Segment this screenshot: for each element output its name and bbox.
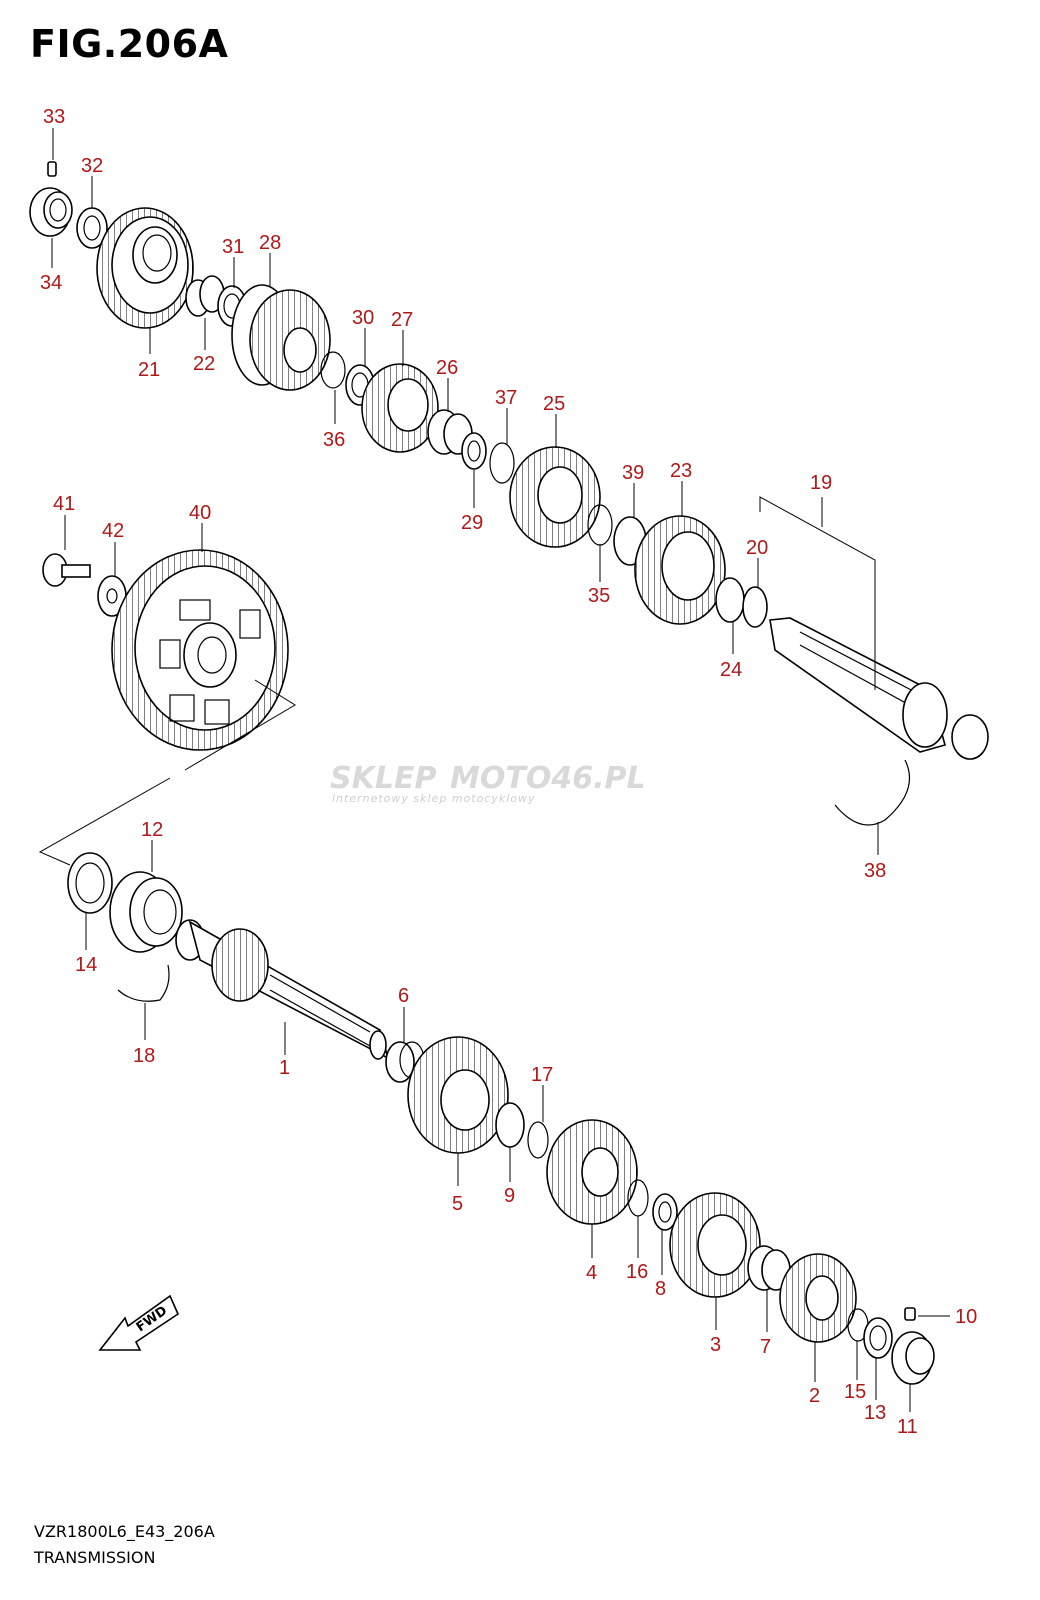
watermark-tagline: internetowy sklep motocyklowy xyxy=(332,792,536,805)
part-14-seal xyxy=(67,852,113,914)
watermark-brand-left: SKLEP xyxy=(330,761,436,796)
part-33-pin xyxy=(47,161,57,177)
callout-20: 20 xyxy=(746,537,768,559)
part-3-gear xyxy=(669,1192,761,1298)
callout-31: 31 xyxy=(222,236,244,258)
part-5-gear xyxy=(407,1036,509,1154)
callout-5: 5 xyxy=(452,1193,463,1215)
callout-32: 32 xyxy=(81,155,103,177)
watermark: SKLEP MOTO46.PL internetowy sklep motocy… xyxy=(330,761,646,805)
callout-24: 24 xyxy=(720,659,742,681)
part-10-pin xyxy=(904,1307,916,1321)
part-20-washer xyxy=(742,586,768,628)
callout-22: 22 xyxy=(193,353,215,375)
callout-26: 26 xyxy=(436,357,458,379)
part-29-washer xyxy=(461,432,487,470)
model-code: VZR1800L6_E43_206A xyxy=(34,1522,215,1541)
assembly-line xyxy=(38,777,171,866)
watermark-brand-right: MOTO46.PL xyxy=(450,761,646,796)
callout-11: 11 xyxy=(897,1416,918,1438)
callout-41: 41 xyxy=(53,493,75,515)
part-13-washer xyxy=(863,1317,893,1359)
part-9-washer xyxy=(495,1102,525,1148)
callout-13: 13 xyxy=(864,1402,886,1424)
callout-23: 23 xyxy=(670,460,692,482)
callout-25: 25 xyxy=(543,393,565,415)
callout-labels: 33 34 32 21 22 31 28 30 36 27 26 29 37 2… xyxy=(40,106,977,1438)
callout-4: 4 xyxy=(586,1262,597,1284)
part-34-bearing xyxy=(29,187,73,237)
callout-21: 21 xyxy=(138,359,160,381)
callout-38: 38 xyxy=(864,860,886,882)
section-name: TRANSMISSION xyxy=(34,1548,156,1567)
part-23-gear xyxy=(634,515,726,625)
callout-12: 12 xyxy=(141,819,163,841)
callout-28: 28 xyxy=(259,232,281,254)
callout-42: 42 xyxy=(102,520,124,542)
callout-19: 19 xyxy=(810,472,832,494)
figure-title: FIG.206A xyxy=(30,22,229,66)
part-36-circlip xyxy=(320,351,346,389)
callout-8: 8 xyxy=(655,1278,666,1300)
callout-1: 1 xyxy=(279,1057,290,1079)
part-4-gear xyxy=(546,1119,638,1225)
part-28-gear xyxy=(231,284,331,391)
assembly-line xyxy=(184,679,296,771)
part-19-countershaft xyxy=(769,617,989,760)
callout-27: 27 xyxy=(391,309,413,331)
part-18-circlip xyxy=(117,964,170,1002)
callout-15: 15 xyxy=(844,1381,866,1403)
callout-39: 39 xyxy=(622,462,644,484)
callout-34: 34 xyxy=(40,272,62,294)
callout-17: 17 xyxy=(531,1064,553,1086)
callout-29: 29 xyxy=(461,512,483,534)
part-24-bushing xyxy=(715,577,745,623)
callout-2: 2 xyxy=(809,1385,820,1407)
part-1-driveshaft xyxy=(175,919,390,1060)
part-25-gear xyxy=(509,446,601,548)
callout-36: 36 xyxy=(323,429,345,451)
callout-14: 14 xyxy=(75,954,97,976)
callout-9: 9 xyxy=(504,1185,515,1207)
part-41-bolt xyxy=(42,553,91,587)
callout-10: 10 xyxy=(955,1306,977,1328)
callout-30: 30 xyxy=(352,307,374,329)
callout-6: 6 xyxy=(398,985,409,1007)
part-2-gear xyxy=(779,1253,857,1343)
part-8-washer xyxy=(652,1193,678,1231)
callout-35: 35 xyxy=(588,585,610,607)
part-37-circlip xyxy=(489,442,515,484)
callout-16: 16 xyxy=(626,1261,648,1283)
part-38-circlip xyxy=(834,759,911,826)
leader-lines xyxy=(51,128,950,1412)
part-40-primary-driven-gear xyxy=(111,549,289,751)
callout-3: 3 xyxy=(710,1334,721,1356)
part-11-bearing xyxy=(891,1331,935,1385)
part-17-circlip xyxy=(527,1121,549,1159)
callout-18: 18 xyxy=(133,1045,155,1067)
part-27-gear xyxy=(361,363,439,453)
callout-37: 37 xyxy=(495,387,517,409)
callout-7: 7 xyxy=(760,1336,771,1358)
callout-40: 40 xyxy=(189,502,211,524)
part-21-gear xyxy=(96,207,194,329)
fwd-arrow-icon: FWD xyxy=(98,1294,180,1351)
callout-33: 33 xyxy=(43,106,65,128)
part-12-bearing xyxy=(109,871,183,953)
part-26-bearing xyxy=(427,409,473,455)
